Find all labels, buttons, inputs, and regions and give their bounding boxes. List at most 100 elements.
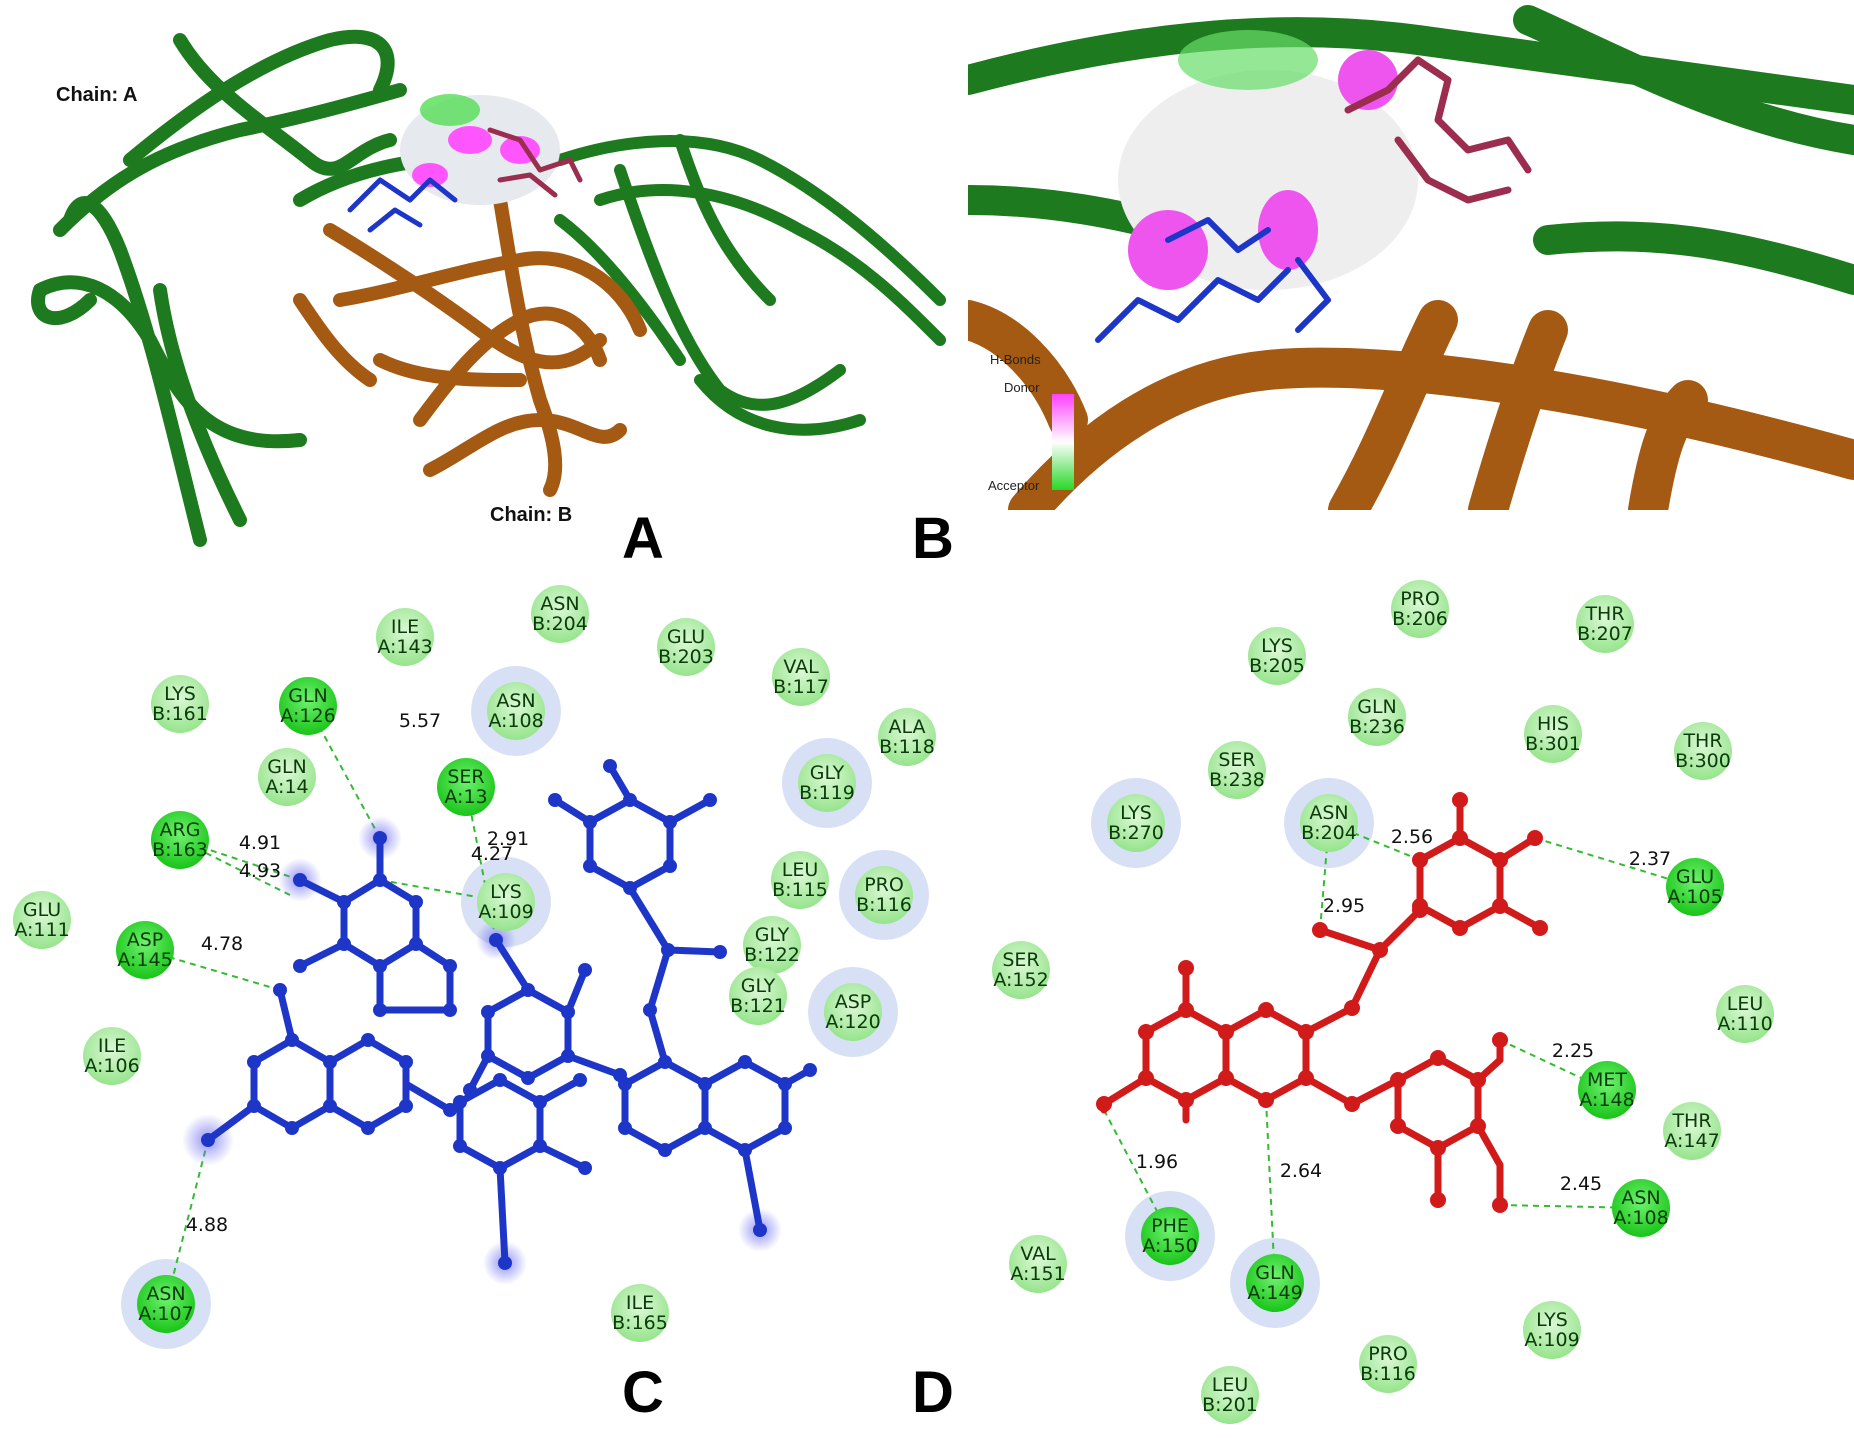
panel-d-residue-disc bbox=[1248, 627, 1306, 685]
panel-d-distance-label: 2.25 bbox=[1552, 1040, 1594, 1062]
panel-c-residue-id: B:116 bbox=[856, 894, 912, 916]
panel-c-residue-name: GLY bbox=[755, 924, 790, 946]
panel-c-residue-name: PRO bbox=[864, 874, 904, 896]
panel-c-residue-name: GLU bbox=[667, 626, 705, 648]
panel-d-hbond-line bbox=[1499, 1204, 1642, 1209]
panel-d-residue-disc bbox=[1201, 1366, 1259, 1424]
panel-d-residue-name: LYS bbox=[1120, 802, 1152, 824]
panel-c-residue-name: GLU bbox=[23, 899, 61, 921]
panel-d-residue-name: THR bbox=[1671, 1110, 1711, 1132]
panel-c-residue-id: A:126 bbox=[280, 705, 335, 727]
panel-c-residue-disc bbox=[531, 585, 589, 643]
panel-b-letter: B bbox=[912, 506, 954, 571]
panel-d-residue-name: GLN bbox=[1357, 696, 1397, 718]
panel-d-residue-name: THR bbox=[1682, 730, 1722, 752]
panel-c-residue-id: A:14 bbox=[265, 776, 308, 798]
panel-d-letter: D bbox=[912, 1360, 954, 1425]
panel-c-residue-disc bbox=[477, 873, 535, 931]
panel-c-residue-disc bbox=[743, 916, 801, 974]
panel-d-residue-id: A:148 bbox=[1579, 1089, 1634, 1111]
panel-d-residue-id: A:105 bbox=[1667, 886, 1722, 908]
panel-d-residue-disc bbox=[1300, 794, 1358, 852]
panel-c-residue-disc bbox=[855, 866, 913, 924]
panel-d-residue-disc bbox=[992, 941, 1050, 999]
panel-c-residue-disc bbox=[83, 1027, 141, 1085]
panel-c-residue-id: A:13 bbox=[444, 786, 487, 808]
panel-c-residue-id: A:111 bbox=[14, 919, 69, 941]
panel-c-residue-id: A:106 bbox=[84, 1055, 139, 1077]
panel-c-residue-disc bbox=[772, 648, 830, 706]
panel-d-residue-name: PHE bbox=[1151, 1215, 1189, 1237]
panel-d-distance-label: 2.56 bbox=[1391, 826, 1433, 848]
panel-c-distance-label: 5.57 bbox=[399, 710, 441, 732]
panel-c-residue-name: LYS bbox=[490, 881, 522, 903]
panel-c-residue-id: A:143 bbox=[377, 636, 432, 658]
panel-b-structure bbox=[968, 0, 1854, 510]
panel-d-residue-disc bbox=[1612, 1179, 1670, 1237]
panel-c-residue-disc bbox=[729, 967, 787, 1025]
panel-c-residue-id: B:115 bbox=[772, 879, 828, 901]
panel-d-residue-id: A:152 bbox=[993, 969, 1048, 991]
panel-c-residue-id: A:120 bbox=[825, 1011, 880, 1033]
panel-d-residue-disc bbox=[1359, 1335, 1417, 1393]
panel-d-residue-name: LEU bbox=[1212, 1374, 1249, 1396]
panel-d-residue-disc bbox=[1524, 705, 1582, 763]
panel-c-residue-name: GLY bbox=[810, 762, 845, 784]
panel-c-residue-name: SER bbox=[447, 766, 484, 788]
ligand-d-molecule bbox=[1096, 792, 1548, 1213]
panel-c-residue-name: ALA bbox=[888, 716, 925, 738]
panel-c-letter: C bbox=[622, 1360, 664, 1425]
panel-d-residue-disc bbox=[1246, 1254, 1304, 1312]
panel-d-residue-disc bbox=[1674, 722, 1732, 780]
panel-c-residue-name: LYS bbox=[164, 683, 196, 705]
panel-d-residue-name: VAL bbox=[1020, 1243, 1056, 1265]
panel-c-residue-disc bbox=[376, 608, 434, 666]
panel-c-residue-disc bbox=[279, 677, 337, 735]
panel-d-hbond-line bbox=[1499, 1039, 1608, 1091]
panel-d-residue-name: LYS bbox=[1261, 635, 1293, 657]
panel-d-residue-id: A:109 bbox=[1524, 1329, 1579, 1351]
panel-c-residue-disc bbox=[878, 708, 936, 766]
panel-d-residue-name: LEU bbox=[1727, 993, 1764, 1015]
panel-d-distance-label: 2.64 bbox=[1280, 1160, 1322, 1182]
panel-c-residue-id: B:165 bbox=[612, 1312, 668, 1334]
panel-d-residue-disc bbox=[1009, 1235, 1067, 1293]
panel-d-residue-id: B:301 bbox=[1525, 733, 1581, 755]
panel-d-distance-label: 1.96 bbox=[1136, 1151, 1178, 1173]
panel-c-residue-name: LEU bbox=[782, 859, 819, 881]
panel-c-residue-disc bbox=[771, 851, 829, 909]
panel-c-residue-name: ASP bbox=[127, 929, 164, 951]
panel-c-residue-name: ASN bbox=[540, 593, 579, 615]
panel-c-residue-id: B:119 bbox=[799, 782, 855, 804]
panel-c-distance-label: 4.88 bbox=[186, 1214, 228, 1236]
panel-c-residue-name: ILE bbox=[98, 1035, 126, 1057]
chain-a-label: Chain: A bbox=[56, 84, 138, 106]
panel-d-residue-id: A:151 bbox=[1010, 1263, 1065, 1285]
panel-d-residue-name: LYS bbox=[1536, 1309, 1568, 1331]
panel-c-residue-name: GLY bbox=[741, 975, 776, 997]
panel-d-residue-disc bbox=[1663, 1102, 1721, 1160]
panel-c-residue-name: ARG bbox=[160, 819, 201, 841]
